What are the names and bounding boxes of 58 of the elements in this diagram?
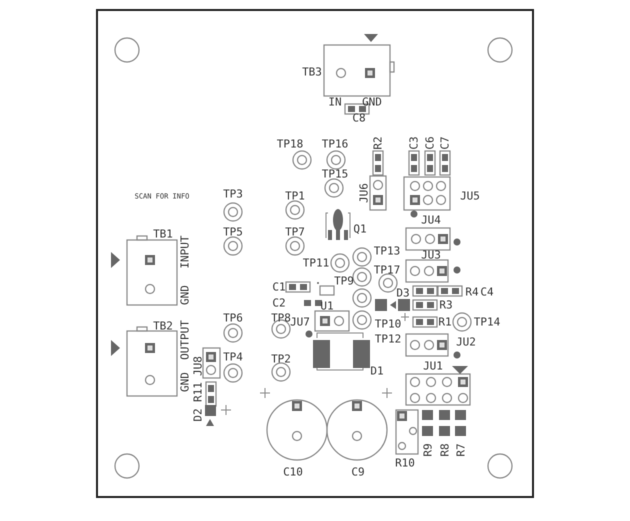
silkscreen-label: GND: [362, 96, 382, 108]
silkscreen-label: TP9: [334, 276, 354, 286]
silkscreen-label: TP4: [223, 352, 243, 362]
silkscreen-label: C8: [352, 112, 366, 124]
silkscreen-label: D1: [370, 366, 384, 376]
silkscreen-label: JU5: [460, 190, 480, 202]
silkscreen-label: JU8: [192, 356, 204, 376]
silkscreen-label: TP6: [223, 312, 243, 324]
silkscreen-label: C2: [272, 298, 286, 308]
silkscreen-label: JU7: [290, 316, 310, 328]
silkscreen-label: C1: [272, 282, 286, 292]
silkscreen-label: JU6: [358, 183, 370, 203]
silkscreen-label: C9: [351, 466, 365, 478]
silkscreen-label: TP3: [223, 188, 243, 200]
silkscreen-label: TB3: [302, 66, 322, 78]
silkscreen-label: JU2: [456, 336, 476, 348]
silkscreen-label: C3: [408, 136, 420, 150]
silkscreen-label: R2: [372, 136, 384, 150]
silkscreen-label: TP16: [322, 138, 348, 150]
silkscreen-label: TB1: [153, 228, 173, 240]
silkscreen-label: R9: [422, 443, 434, 457]
silkscreen-label: R8: [440, 443, 450, 457]
silkscreen-label: TP18: [276, 138, 304, 150]
silkscreen-label: JU1: [423, 360, 443, 372]
silkscreen-label: D2: [192, 408, 204, 422]
silkscreen-label: OUTPUT: [180, 320, 190, 360]
silkscreen-label: R4: [465, 286, 479, 298]
silkscreen-label: TP5: [223, 226, 243, 238]
silkscreen-label: TP7: [285, 226, 305, 238]
silkscreen-label: R3: [439, 300, 453, 310]
silkscreen-label: JU3: [421, 250, 441, 260]
silkscreen-label: R7: [456, 443, 466, 457]
silkscreen-label: TP15: [322, 168, 348, 180]
silkscreen-label: TP13: [374, 246, 400, 256]
silkscreen-label: TP8: [271, 312, 291, 324]
silkscreen-label: U1: [320, 300, 334, 312]
silkscreen-label: TP10: [374, 318, 402, 330]
silkscreen-label: C4: [480, 286, 494, 298]
silkscreen-label: TP17: [374, 264, 400, 276]
silkscreen-label: C7: [440, 136, 450, 150]
silkscreen-label: TB2: [153, 320, 173, 332]
silkscreen-label: TP1: [285, 190, 305, 202]
silkscreen-label: C10: [283, 466, 303, 478]
silkscreen-label: GND: [180, 285, 190, 305]
silkscreen-label: INPUT: [180, 235, 190, 269]
silkscreen-label: TP12: [374, 334, 402, 344]
silkscreen-label: C6: [424, 136, 436, 150]
silkscreen-label: IN: [328, 96, 342, 108]
silkscreen-label: TP14: [474, 316, 500, 328]
silkscreen-label: TP11: [302, 258, 330, 268]
silkscreen-label: R11: [192, 382, 204, 402]
silkscreen-label: JU4: [421, 214, 441, 226]
silkscreen-label: D3: [396, 288, 410, 298]
silkscreen-label: TP2: [271, 354, 291, 364]
silkscreen-label: R1: [438, 316, 452, 328]
silkscreen-label: Q1: [353, 224, 367, 234]
silkscreen-label: GND: [180, 372, 190, 392]
silkscreen-label: R10: [395, 458, 415, 468]
